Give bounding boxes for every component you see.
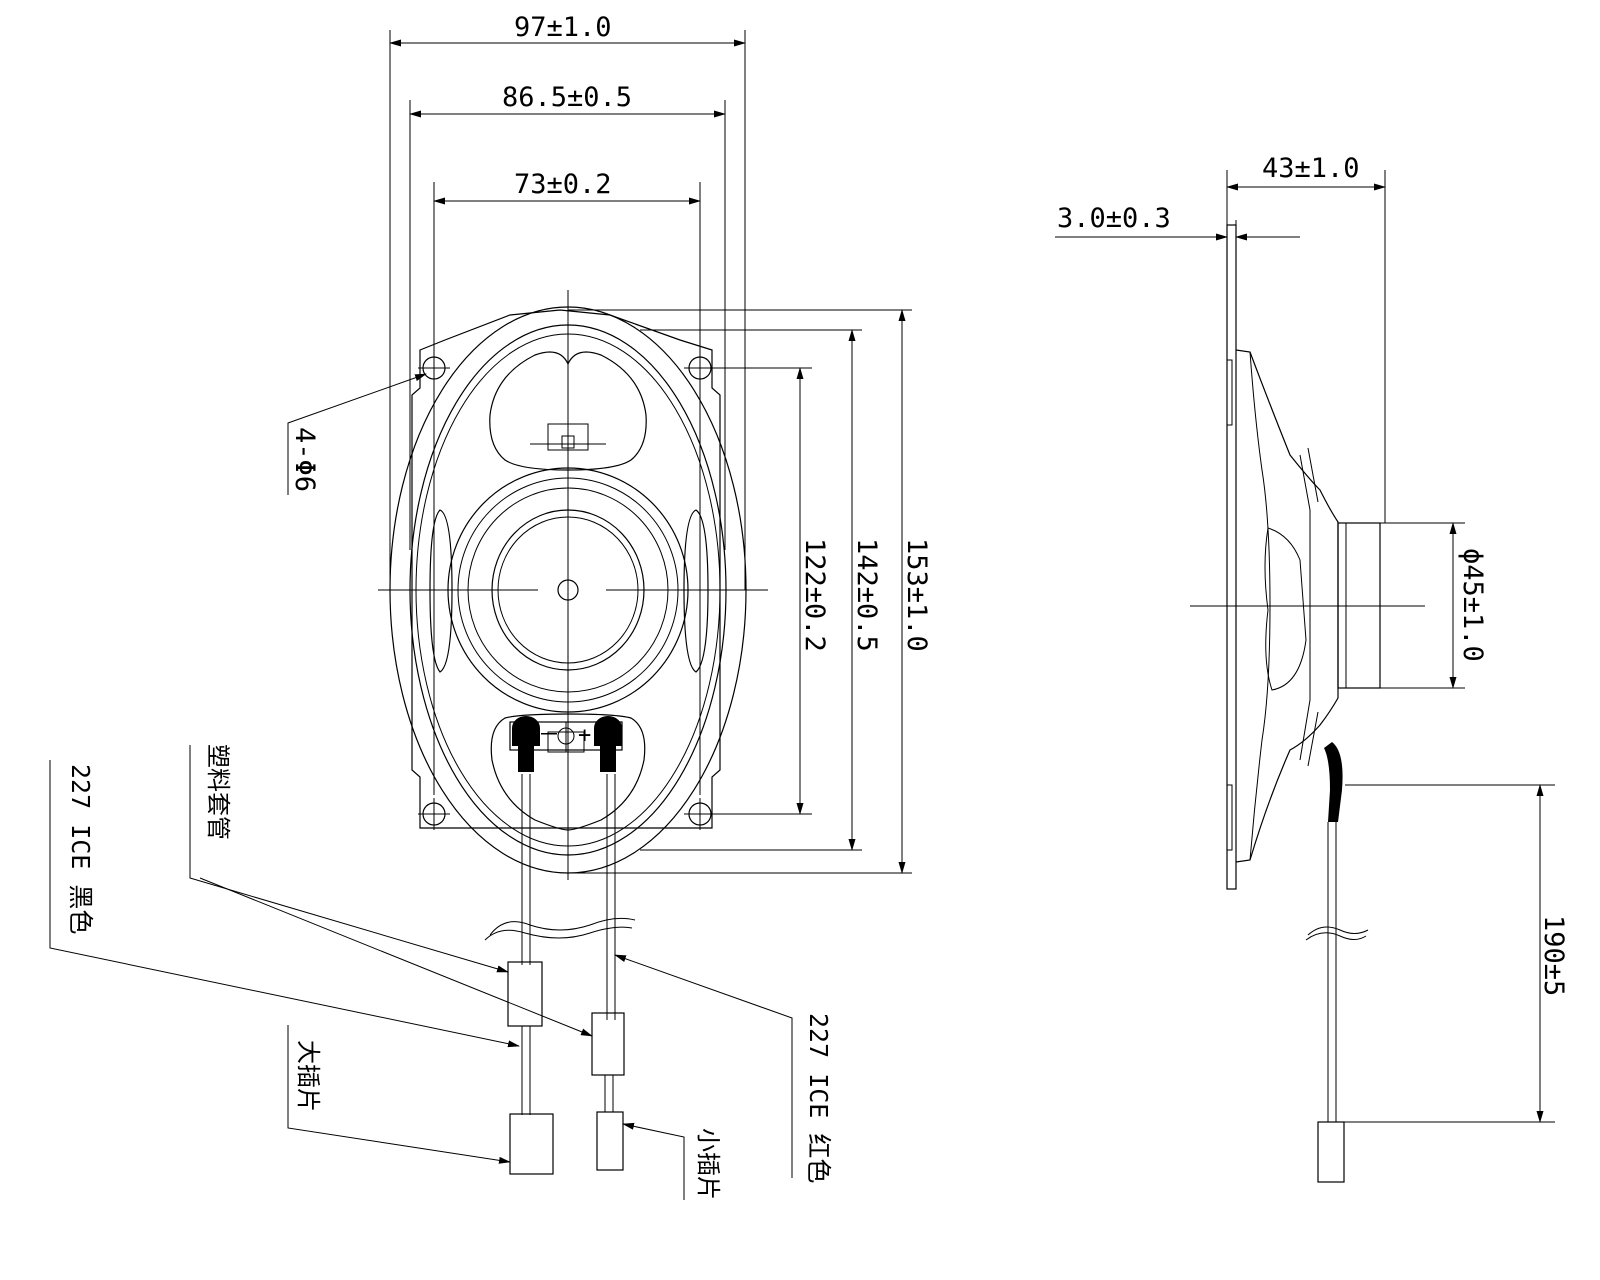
dim-overall-height: 153±1.0 (901, 538, 932, 652)
dim-hole-spacing: 122±0.2 (799, 538, 830, 652)
sleeve-black (507, 961, 543, 1027)
black-wire-label: 227 ICE 黑色 (66, 764, 95, 934)
right-dimensions (568, 309, 912, 874)
large-terminal (509, 1113, 554, 1175)
red-wire-label: 227 ICE 红色 (804, 1013, 833, 1183)
minus-mark: － (538, 723, 560, 748)
left-slot (429, 509, 453, 673)
holes-leader (287, 373, 427, 495)
large-tab-label: 大插片 (294, 1040, 322, 1112)
dim-inner-width: 73±0.2 (514, 169, 612, 200)
side-view (1055, 170, 1555, 1183)
lead-wires (484, 774, 636, 1175)
annotations: 227 ICE 黑色 塑料套管 227 ICE 红色 大插片 小插片 (49, 744, 833, 1200)
sleeve-red (591, 1012, 625, 1076)
centerlines (378, 290, 768, 880)
small-terminal (596, 1111, 624, 1171)
holes-callout: 4-Φ6 (289, 427, 320, 492)
terminal-board: － + (509, 716, 623, 772)
dim-mid-width: 86.5±0.5 (502, 82, 632, 113)
small-tab-label: 小插片 (694, 1128, 722, 1200)
dim-mid-height: 142±0.5 (851, 538, 882, 652)
dim-magnet-dia: ϕ45±1.0 (1457, 548, 1488, 662)
dim-flange: 3.0±0.3 (1057, 203, 1171, 234)
side-terminal (1317, 1121, 1345, 1183)
side-flange (1226, 224, 1237, 890)
dim-lead-length: 190±5 (1538, 915, 1569, 996)
dim-depth: 43±1.0 (1262, 153, 1360, 184)
side-spider (1264, 527, 1307, 691)
front-view: － + 97±1.0 86.5±0.5 73±0.2 (287, 12, 932, 1175)
plus-mark: + (578, 723, 591, 748)
dim-outer-width: 97±1.0 (514, 12, 612, 43)
sleeve-label: 塑料套管 (204, 744, 232, 840)
right-slot (683, 509, 709, 673)
